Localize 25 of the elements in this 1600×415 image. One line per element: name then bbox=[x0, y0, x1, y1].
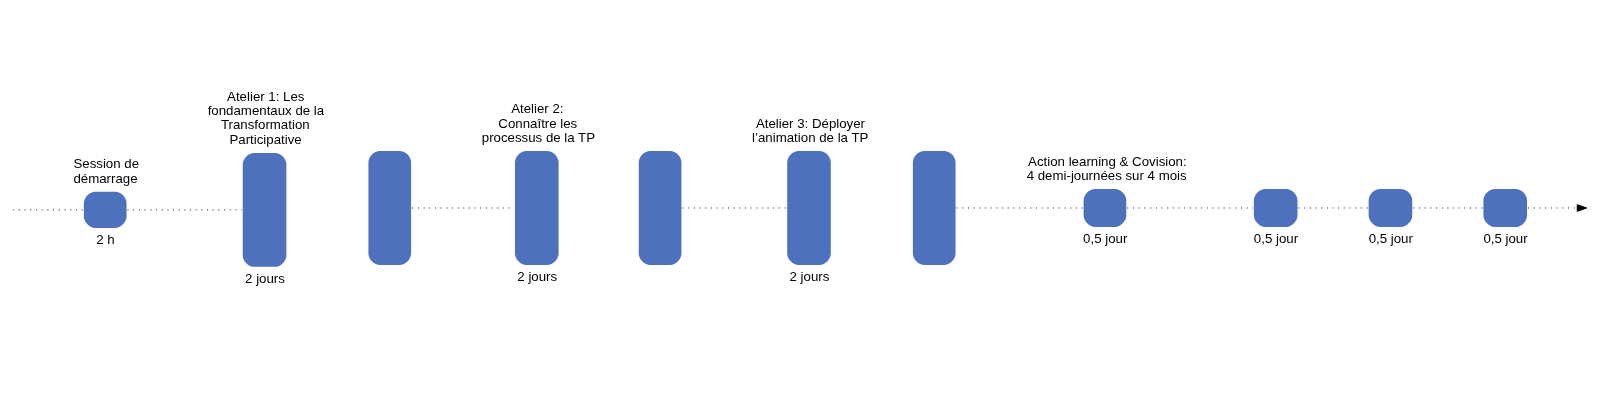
node-label: 2 jours bbox=[517, 268, 558, 284]
node-label: 0,5 jour bbox=[1253, 230, 1299, 246]
node-label: 0,5 jour bbox=[1483, 230, 1528, 246]
node-label: 2 h bbox=[96, 231, 115, 247]
node-box bbox=[1253, 188, 1298, 227]
node-label: Action learning & Covision: 4 demi-journées sur 4 mois bbox=[1026, 153, 1187, 183]
node-box bbox=[1483, 188, 1528, 227]
node-label: 2 jours bbox=[245, 270, 285, 286]
node-box bbox=[912, 150, 956, 265]
node-label: Atelier 3: Déployer l’animation de la TP bbox=[752, 115, 869, 145]
node-box bbox=[368, 150, 412, 265]
node-box bbox=[1368, 188, 1413, 227]
node-label: 2 jours bbox=[789, 268, 830, 284]
node-label: 0,5 jour bbox=[1368, 230, 1413, 246]
node-label: Atelier 2: Connaître les processus de la TP bbox=[481, 100, 596, 145]
node-label: Session de démarrage bbox=[73, 155, 140, 186]
node-label: Atelier 1: Les fondamentaux de la Transformation Participative bbox=[207, 88, 325, 147]
node-box bbox=[787, 150, 831, 265]
node-box bbox=[638, 150, 682, 265]
node-box bbox=[1083, 188, 1127, 227]
node-box bbox=[514, 150, 559, 265]
node-box bbox=[83, 191, 127, 228]
node-box bbox=[242, 152, 287, 267]
arrow bbox=[1527, 203, 1588, 212]
node-label: 0,5 jour bbox=[1083, 230, 1128, 246]
